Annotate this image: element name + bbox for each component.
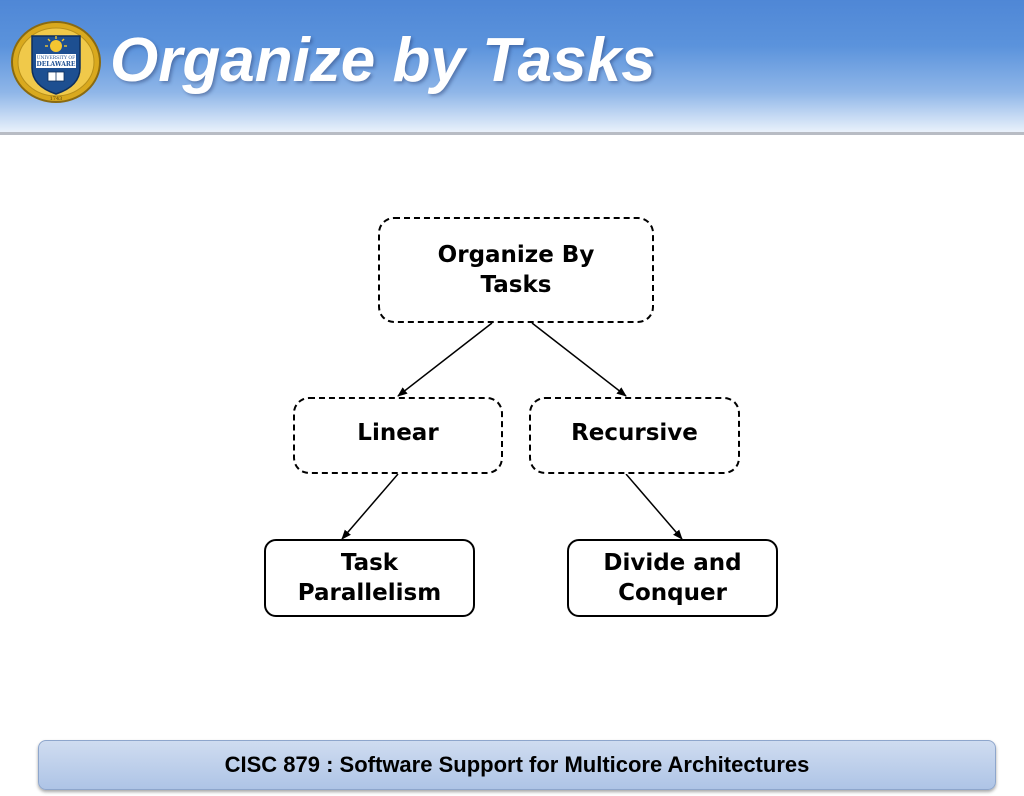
logo-text: UNIVERSITY OF bbox=[37, 55, 76, 61]
university-logo: UNIVERSITY OF DELAWARE 1743 bbox=[11, 21, 101, 103]
logo-year: 1743 bbox=[50, 96, 63, 102]
slide-footer: CISC 879 : Software Support for Multicor… bbox=[38, 740, 996, 790]
node-task-parallelism: Task Parallelism bbox=[264, 539, 475, 617]
node-label-line: Linear bbox=[357, 419, 439, 446]
node-label-line: Recursive bbox=[571, 419, 698, 446]
node-label-line: Tasks bbox=[480, 272, 552, 298]
logo-text: DELAWARE bbox=[37, 61, 76, 68]
arrow-root-to-linear bbox=[397, 322, 493, 397]
node-organize-by-tasks: Organize By Tasks bbox=[378, 217, 654, 323]
slide-header bbox=[0, 0, 1024, 132]
course-title: CISC 879 : Software Support for Multicor… bbox=[224, 752, 810, 777]
arrow-linear-to-task-parallelism bbox=[341, 473, 399, 540]
header-divider bbox=[0, 132, 1024, 135]
node-recursive: Recursive bbox=[529, 397, 740, 474]
arrow-root-to-recursive bbox=[531, 322, 627, 397]
slide-title: Organize by Tasks bbox=[110, 26, 656, 95]
arrow-recursive-to-divide-and-conquer bbox=[625, 473, 683, 540]
node-label-line: Task bbox=[340, 550, 399, 576]
node-label-line: Divide and bbox=[603, 550, 742, 576]
node-label-line: Organize By bbox=[437, 242, 595, 268]
node-label-line: Parallelism bbox=[297, 580, 442, 606]
node-divide-and-conquer: Divide and Conquer bbox=[567, 539, 778, 617]
node-linear: Linear bbox=[293, 397, 503, 474]
node-label-line: Conquer bbox=[618, 580, 727, 606]
